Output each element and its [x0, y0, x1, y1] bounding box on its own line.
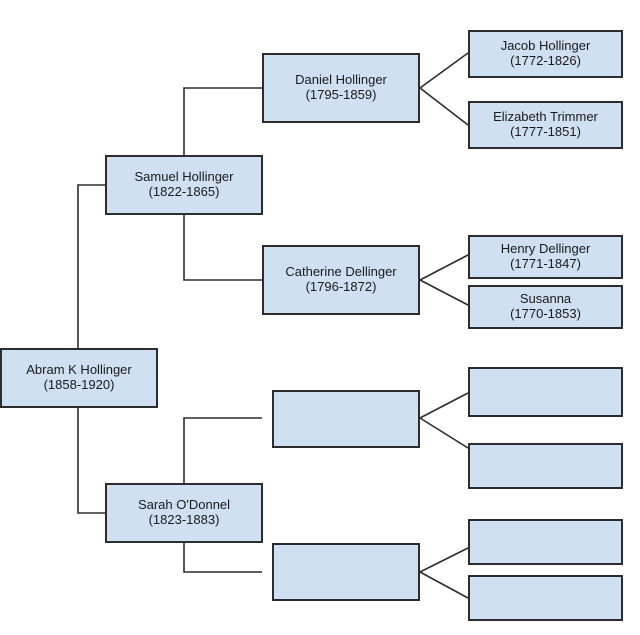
connector-pgf-to-elizabeth — [419, 87, 469, 126]
node-name: Jacob Hollinger — [500, 38, 591, 54]
connector-mgf-to-mother — [419, 417, 469, 449]
connector-father-to-pgf — [183, 87, 262, 155]
node-sarah-odonnel[interactable]: Sarah O'Donnel (1823-1883) — [105, 483, 263, 543]
node-abram-k-hollinger[interactable]: Abram K Hollinger (1858-1920) — [0, 348, 158, 408]
node-name: Catherine Dellinger — [285, 264, 397, 280]
node-name: Abram K Hollinger — [26, 362, 132, 378]
node-samuel-hollinger[interactable]: Samuel Hollinger (1822-1865) — [105, 155, 263, 215]
node-daniel-hollinger[interactable]: Daniel Hollinger (1795-1859) — [262, 53, 420, 123]
node-years: (1777-1851) — [510, 124, 581, 139]
node-years: (1770-1853) — [510, 306, 581, 321]
node-henry-dellinger[interactable]: Henry Dellinger (1771-1847) — [468, 235, 623, 279]
node-susanna[interactable]: Susanna (1770-1853) — [468, 285, 623, 329]
node-years: (1796-1872) — [305, 279, 377, 294]
node-maternal-grandfather-blank[interactable] — [272, 390, 420, 448]
connector-pgm-to-henry — [419, 254, 469, 281]
node-years: (1823-1883) — [148, 512, 220, 527]
connector-mgm-to-mother — [419, 571, 469, 599]
node-catherine-dellinger[interactable]: Catherine Dellinger (1796-1872) — [262, 245, 420, 315]
node-elizabeth-trimmer[interactable]: Elizabeth Trimmer (1777-1851) — [468, 101, 623, 149]
node-name: Susanna — [519, 291, 572, 307]
node-years: (1822-1865) — [148, 184, 220, 199]
node-years: (1795-1859) — [305, 87, 377, 102]
connector-mother-to-mgf — [183, 417, 262, 483]
node-jacob-hollinger[interactable]: Jacob Hollinger (1772-1826) — [468, 30, 623, 78]
node-years: (1771-1847) — [510, 256, 581, 271]
node-mgm-mother-blank[interactable] — [468, 575, 623, 621]
connector-father-to-pgm — [183, 215, 262, 281]
connector-pgm-to-susanna — [419, 279, 469, 306]
node-name: Samuel Hollinger — [134, 169, 234, 185]
node-years: (1858-1920) — [43, 377, 115, 392]
node-name: Daniel Hollinger — [295, 72, 387, 88]
connector-pgf-to-jacob — [419, 52, 469, 89]
node-name: Sarah O'Donnel — [137, 497, 231, 513]
node-mgf-father-blank[interactable] — [468, 367, 623, 417]
connector-root-to-mother — [77, 408, 105, 514]
node-maternal-grandmother-blank[interactable] — [272, 543, 420, 601]
node-mgf-mother-blank[interactable] — [468, 443, 623, 489]
node-name: Elizabeth Trimmer — [493, 109, 598, 125]
node-years: (1772-1826) — [510, 53, 581, 68]
connector-mgf-to-father — [419, 392, 469, 419]
connector-root-to-father — [77, 184, 105, 348]
node-name: Henry Dellinger — [500, 241, 591, 257]
connector-mgm-to-father — [419, 547, 469, 573]
node-mgm-father-blank[interactable] — [468, 519, 623, 565]
connector-mother-to-mgm — [183, 543, 262, 573]
